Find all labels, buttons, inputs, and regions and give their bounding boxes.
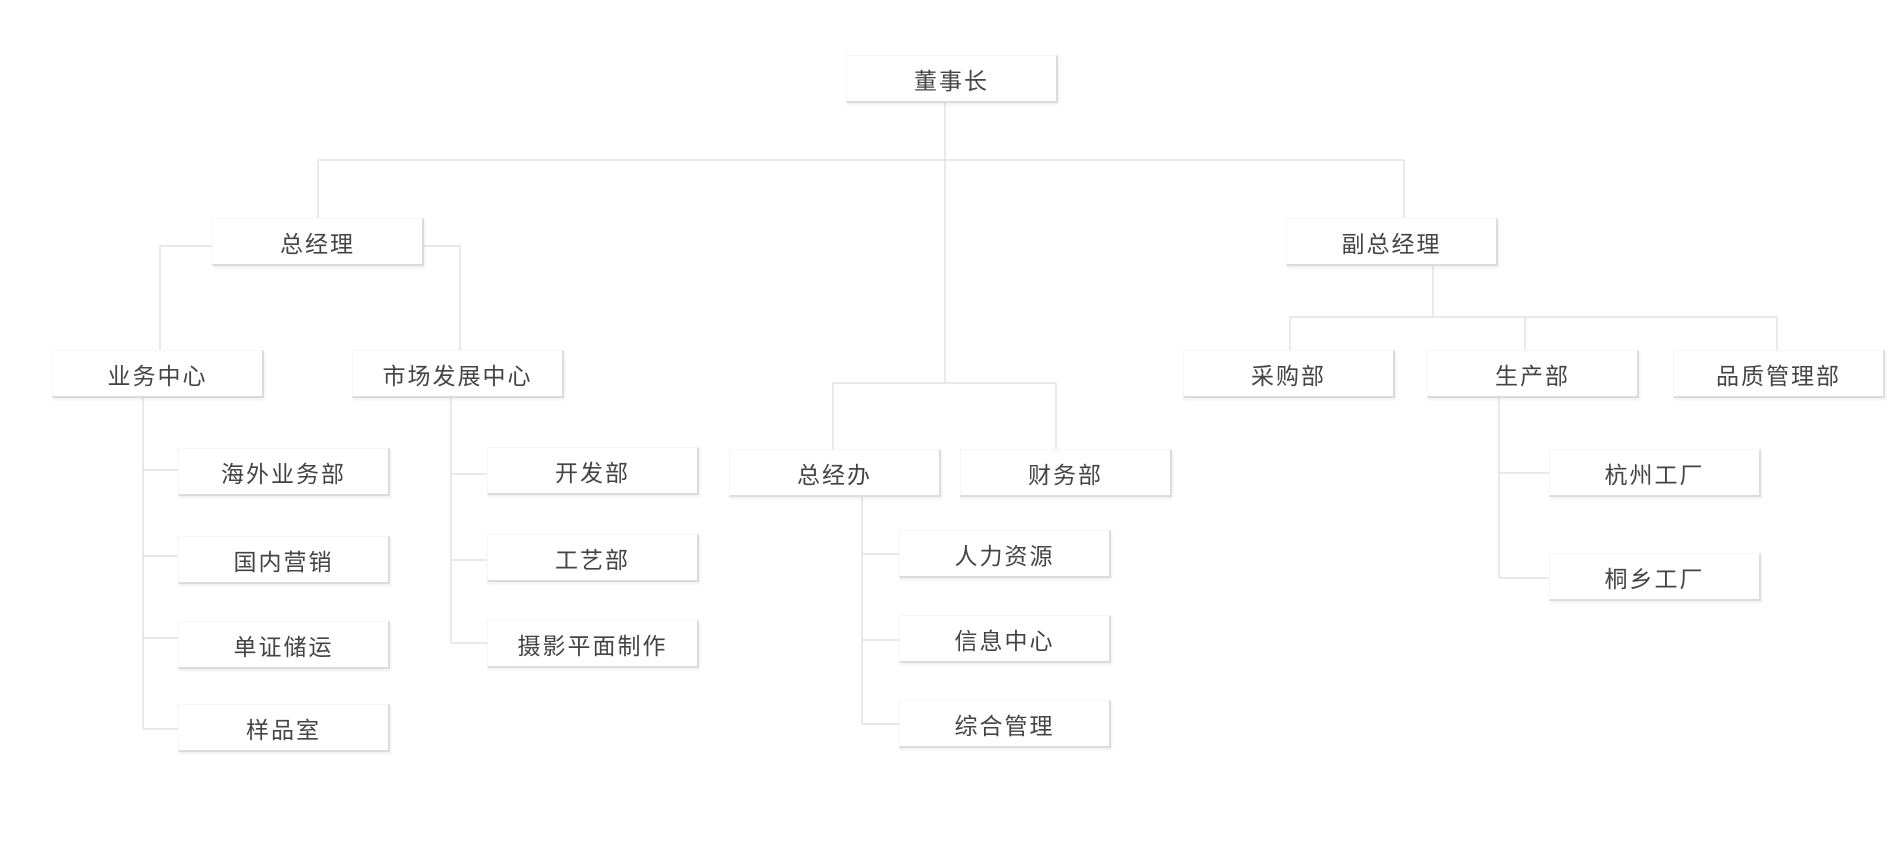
node-general-management: 综合管理 <box>899 700 1111 748</box>
node-tongxiang-factory: 桐乡工厂 <box>1549 553 1761 601</box>
node-sample-room: 样品室 <box>178 704 390 752</box>
node-gm-office: 总经办 <box>729 449 941 497</box>
node-quality-management-dept: 品质管理部 <box>1673 350 1885 398</box>
node-craft-dept: 工艺部 <box>487 534 699 582</box>
node-development-dept: 开发部 <box>487 447 699 495</box>
node-deputy-general-manager: 副总经理 <box>1286 218 1498 266</box>
node-photography-graphic-production: 摄影平面制作 <box>487 620 699 668</box>
node-market-development-center: 市场发展中心 <box>352 350 564 398</box>
node-information-center: 信息中心 <box>899 615 1111 663</box>
node-chairman: 董事长 <box>846 55 1058 103</box>
connector-line <box>424 245 461 350</box>
node-finance-dept: 财务部 <box>960 449 1172 497</box>
node-purchasing-dept: 采购部 <box>1183 350 1395 398</box>
node-human-resources: 人力资源 <box>899 530 1111 578</box>
node-overseas-business-dept: 海外业务部 <box>178 448 390 496</box>
node-domestic-marketing: 国内营销 <box>178 536 390 584</box>
node-general-manager: 总经理 <box>212 218 424 266</box>
node-documents-storage-shipping: 单证储运 <box>178 621 390 669</box>
node-business-center: 业务中心 <box>52 350 264 398</box>
node-production-dept: 生产部 <box>1427 350 1639 398</box>
node-hangzhou-factory: 杭州工厂 <box>1549 449 1761 497</box>
connector-line <box>159 245 212 350</box>
